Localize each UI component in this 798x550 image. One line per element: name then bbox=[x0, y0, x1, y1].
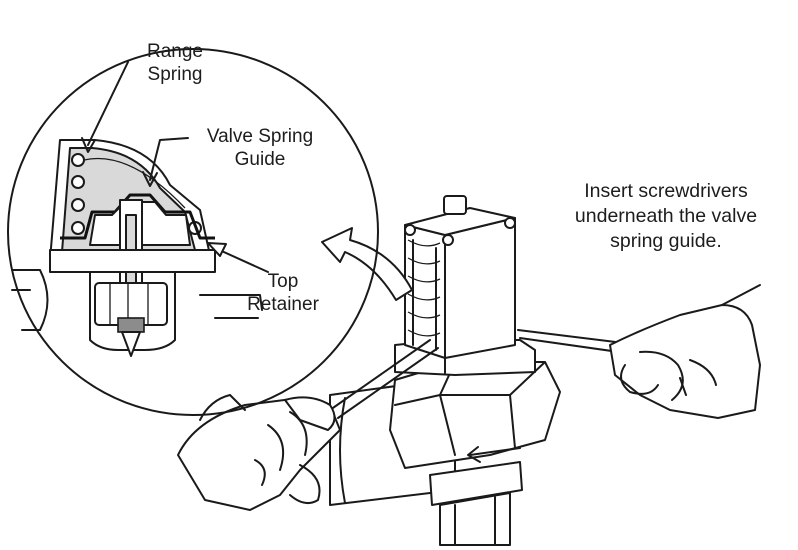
right-hand bbox=[609, 284, 761, 419]
range-spring-label-line-2: Spring bbox=[147, 64, 203, 85]
pointer-arrow-icon bbox=[207, 242, 269, 273]
valve-spring-guide-label-line-2: Guide bbox=[234, 149, 286, 170]
top-retainer-label-line-2: Retainer bbox=[247, 294, 319, 315]
left-screwdriver bbox=[329, 339, 439, 419]
instruction-line-1: Insert screwdrivers bbox=[584, 180, 748, 202]
top-retainer-label: Top Retainer bbox=[228, 270, 338, 316]
range-spring-label-line-1: Range bbox=[147, 41, 203, 62]
instruction-line-3: spring guide. bbox=[610, 230, 722, 252]
valve-spring-guide-label: Valve Spring Guide bbox=[185, 125, 335, 171]
valve-spring-guide-leader bbox=[142, 137, 189, 187]
valve-spring-guide-label-line-1: Valve Spring bbox=[206, 126, 314, 147]
top-retainer-label-line-1: Top bbox=[267, 271, 299, 292]
range-spring-label: Range Spring bbox=[120, 40, 230, 86]
instruction-text: Insert screwdrivers underneath the valve… bbox=[550, 179, 782, 254]
instruction-line-2: underneath the valve bbox=[574, 205, 758, 227]
range-spring-leader bbox=[81, 61, 129, 153]
detail-view bbox=[7, 48, 379, 416]
curved-arrow-icon bbox=[321, 227, 413, 301]
actuator-housing bbox=[394, 195, 536, 376]
exposed-spring bbox=[407, 239, 441, 351]
left-hand bbox=[177, 394, 341, 511]
valve-body bbox=[329, 361, 561, 546]
